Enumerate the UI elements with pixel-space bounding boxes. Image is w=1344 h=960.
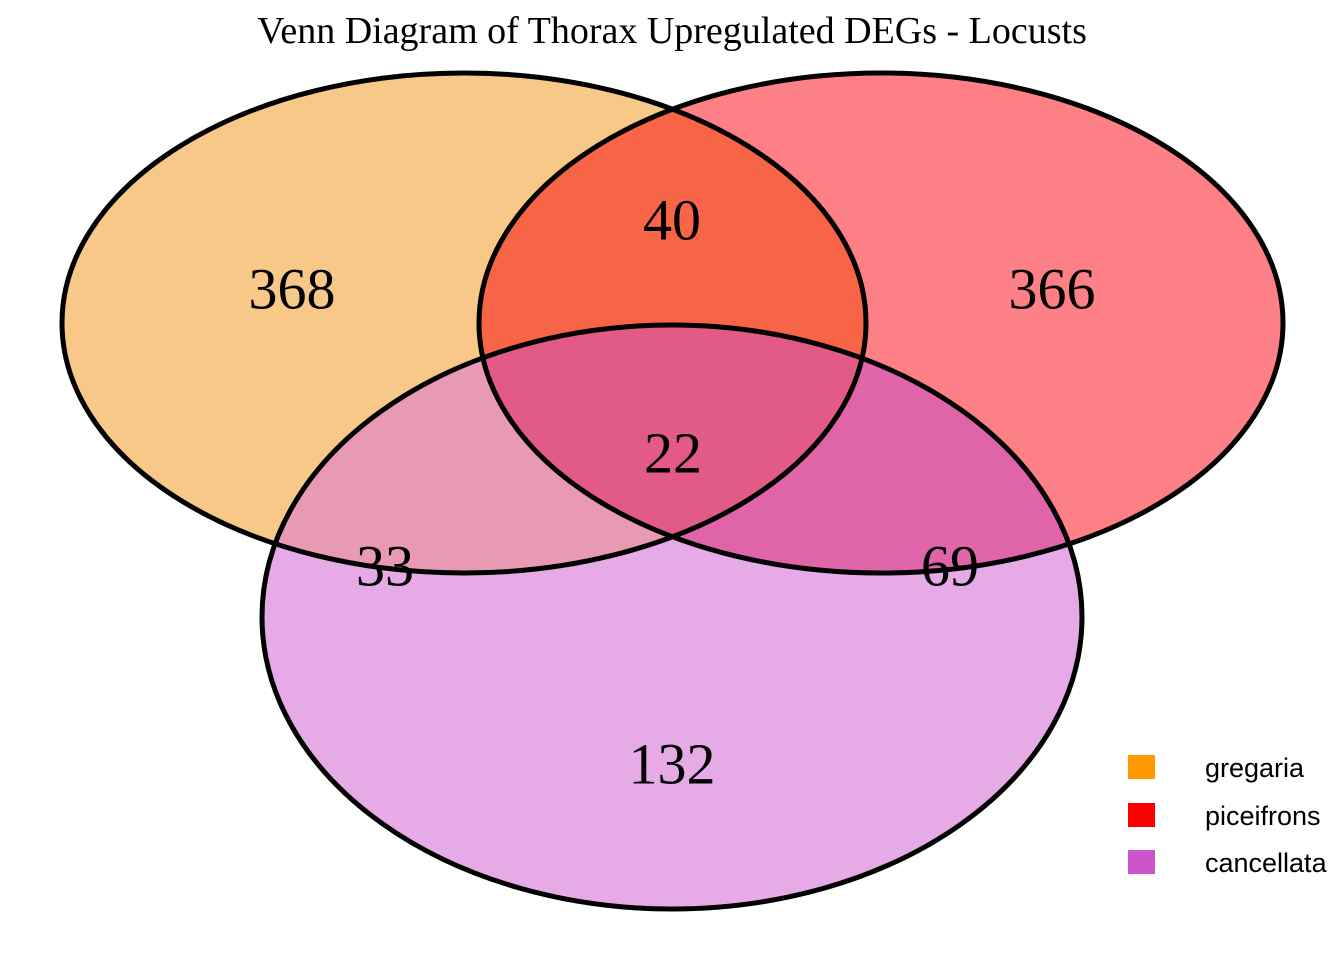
legend-label-cancellata: cancellata xyxy=(1205,848,1328,878)
venn-region-labels: 368 366 40 22 33 69 132 xyxy=(249,187,1096,796)
label-cancellata-only: 132 xyxy=(629,731,716,796)
label-gregaria-cancellata: 33 xyxy=(356,533,414,598)
label-piceifrons-cancellata: 69 xyxy=(921,533,979,598)
legend-label-gregaria: gregaria xyxy=(1205,753,1305,783)
page-title: Venn Diagram of Thorax Upregulated DEGs … xyxy=(257,10,1087,52)
label-gregaria-piceifrons: 40 xyxy=(643,187,701,252)
label-all-three: 22 xyxy=(644,420,702,485)
legend-item-gregaria[interactable]: gregaria xyxy=(1128,753,1305,783)
legend: gregaria piceifrons cancellata xyxy=(1128,753,1328,878)
legend-label-piceifrons: piceifrons xyxy=(1205,801,1321,831)
label-gregaria-only: 368 xyxy=(249,256,336,321)
legend-item-piceifrons[interactable]: piceifrons xyxy=(1128,801,1321,831)
legend-swatch-cancellata xyxy=(1128,850,1155,874)
legend-swatch-gregaria xyxy=(1128,755,1155,779)
legend-item-cancellata[interactable]: cancellata xyxy=(1128,848,1328,878)
legend-swatch-piceifrons xyxy=(1128,803,1155,827)
label-piceifrons-only: 366 xyxy=(1009,256,1096,321)
